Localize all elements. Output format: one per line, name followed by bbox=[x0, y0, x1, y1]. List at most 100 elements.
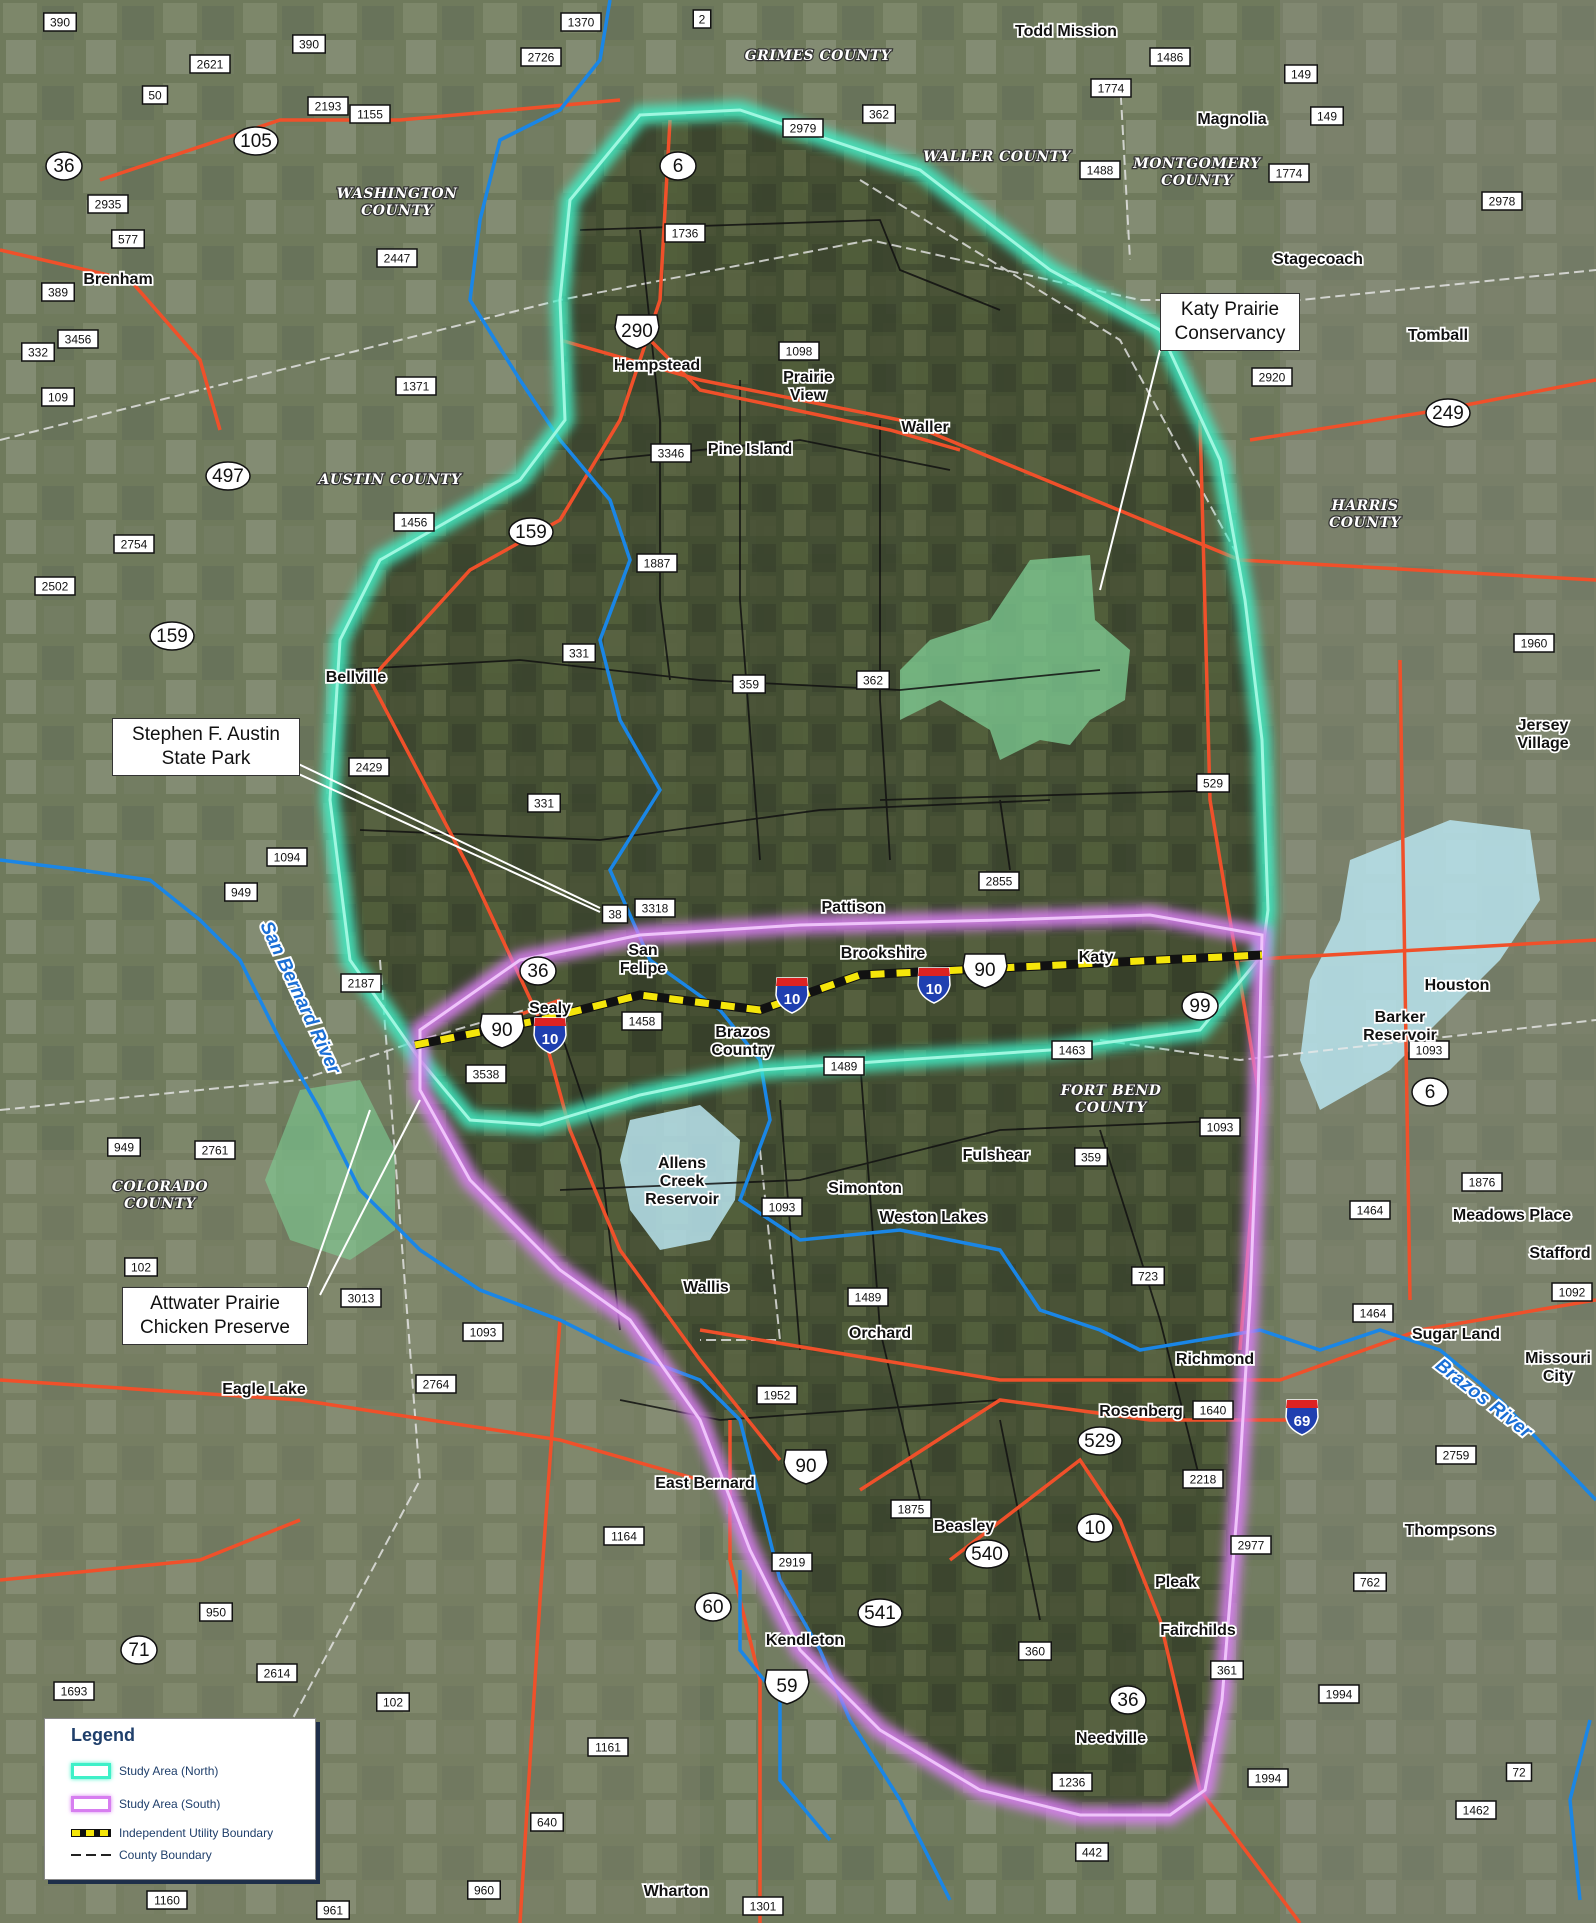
place-label-weston-lakes: Weston Lakes bbox=[879, 1209, 986, 1226]
legend-item-county: County Boundary bbox=[71, 1845, 212, 1865]
farm-road-shield-1456: 1456 bbox=[393, 512, 435, 532]
farm-road-label: 102 bbox=[383, 1696, 403, 1710]
local-roads bbox=[339, 219, 1241, 1621]
farm-road-label: 359 bbox=[1081, 1151, 1101, 1165]
farm-road-shield-723: 723 bbox=[1131, 1266, 1165, 1286]
farm-road-shield-529: 529 bbox=[1196, 773, 1230, 793]
farm-road-shield-640: 640 bbox=[530, 1812, 564, 1832]
us-highway-label: 290 bbox=[621, 321, 653, 342]
farm-road-label: 1994 bbox=[1326, 1688, 1353, 1702]
farm-road-label: 1489 bbox=[831, 1060, 858, 1074]
farm-road-shield-149: 149 bbox=[1310, 106, 1344, 126]
farm-road-label: 762 bbox=[1360, 1576, 1380, 1590]
farm-road-shield-949: 949 bbox=[107, 1137, 141, 1157]
farm-road-label: 723 bbox=[1138, 1270, 1158, 1284]
san-bernard-river-line bbox=[0, 858, 952, 1901]
place-label-hempstead: Hempstead bbox=[614, 357, 700, 374]
state-highway-shield-497: 497 bbox=[205, 461, 251, 491]
farm-road-shield-2977: 2977 bbox=[1230, 1535, 1272, 1555]
farm-road-label: 2920 bbox=[1259, 371, 1286, 385]
farm-road-label: 2218 bbox=[1190, 1473, 1217, 1487]
farm-road-shield-1093: 1093 bbox=[1408, 1040, 1450, 1060]
farm-road-shield-362: 362 bbox=[862, 104, 896, 124]
state-highway-shield-249: 249 bbox=[1425, 398, 1471, 428]
farm-road-label: 1092 bbox=[1559, 1286, 1586, 1300]
farm-road-label: 2447 bbox=[384, 252, 411, 266]
farm-road-shield-1875: 1875 bbox=[890, 1499, 932, 1519]
farm-road-label: 332 bbox=[28, 346, 48, 360]
farm-road-label: 529 bbox=[1203, 777, 1223, 791]
state-highway-shield-541: 541 bbox=[857, 1598, 903, 1628]
katy-prairie-conservancy bbox=[900, 555, 1130, 760]
legend-title: Legend bbox=[71, 1725, 136, 1745]
farm-road-shield-390: 390 bbox=[43, 12, 77, 32]
place-label-brookshire: Brookshire bbox=[841, 945, 926, 962]
farm-road-label: 362 bbox=[869, 108, 889, 122]
farm-road-label: 1160 bbox=[154, 1894, 180, 1908]
state-highway-label: 71 bbox=[128, 1640, 149, 1661]
farm-road-label: 1371 bbox=[403, 380, 430, 394]
state-highway-label: 6 bbox=[1425, 1082, 1436, 1103]
legend-label-south: Study Area (South) bbox=[119, 1797, 221, 1811]
state-highway-shield-6: 6 bbox=[1411, 1077, 1449, 1107]
farm-road-shield-1236: 1236 bbox=[1051, 1772, 1093, 1792]
place-label-pleak: Pleak bbox=[1155, 1574, 1197, 1591]
farm-road-shield-1876: 1876 bbox=[1461, 1172, 1503, 1192]
state-highway-label: 36 bbox=[1117, 1690, 1138, 1711]
farm-road-label: 2187 bbox=[348, 977, 375, 991]
state-highway-label: 10 bbox=[1084, 1518, 1105, 1539]
farm-road-label: 390 bbox=[299, 38, 319, 52]
state-highway-label: 541 bbox=[864, 1603, 896, 1624]
farm-road-shield-2726: 2726 bbox=[520, 47, 562, 67]
state-highway-shield-529: 529 bbox=[1077, 1426, 1123, 1456]
farm-road-shield-2218: 2218 bbox=[1182, 1469, 1224, 1489]
farm-road-label: 1774 bbox=[1098, 82, 1125, 96]
farm-road-label: 1098 bbox=[786, 345, 813, 359]
farm-road-label: 1161 bbox=[595, 1741, 621, 1755]
farm-road-label: 1960 bbox=[1521, 637, 1548, 651]
place-label-rosenberg: Rosenberg bbox=[1099, 1403, 1183, 1420]
farm-road-shield-1098: 1098 bbox=[778, 341, 820, 361]
county-label-waller: WALLER COUNTY bbox=[923, 149, 1072, 165]
farm-road-shield-1370: 1370 bbox=[560, 12, 602, 32]
state-highway-label: 36 bbox=[527, 961, 548, 982]
farm-road-shield-1161: 1161 bbox=[587, 1737, 629, 1757]
place-label-thompsons: Thompsons bbox=[1405, 1522, 1496, 1539]
farm-road-label: 1456 bbox=[401, 516, 428, 530]
state-highway-label: 99 bbox=[1189, 996, 1210, 1017]
farm-road-shield-390: 390 bbox=[292, 34, 326, 54]
farm-road-label: 109 bbox=[48, 391, 68, 405]
farm-road-label: 1875 bbox=[898, 1503, 925, 1517]
farm-road-shield-332: 332 bbox=[21, 342, 55, 362]
farm-road-label: 2977 bbox=[1238, 1539, 1265, 1553]
place-label-fulshear: Fulshear bbox=[963, 1147, 1030, 1164]
farm-road-label: 2621 bbox=[197, 58, 224, 72]
legend-label-utility: Independent Utility Boundary bbox=[119, 1826, 274, 1840]
farm-road-shield-3456: 3456 bbox=[57, 329, 99, 349]
place-label-eagle-lake: Eagle Lake bbox=[222, 1381, 306, 1398]
farm-road-label: 1486 bbox=[1157, 51, 1184, 65]
farm-road-shield-1093: 1093 bbox=[462, 1322, 504, 1342]
farm-road-label: 3013 bbox=[348, 1292, 375, 1306]
interstate-label: 10 bbox=[926, 981, 943, 998]
place-label-stagecoach: Stagecoach bbox=[1273, 251, 1363, 268]
place-label-wharton: Wharton bbox=[644, 1883, 709, 1900]
farm-road-shield-359: 359 bbox=[1074, 1147, 1108, 1167]
place-label-tomball: Tomball bbox=[1408, 327, 1468, 344]
farm-road-shield-359: 359 bbox=[732, 674, 766, 694]
farm-road-label: 2502 bbox=[42, 580, 69, 594]
state-highway-label: 60 bbox=[702, 1597, 723, 1618]
farm-road-label: 577 bbox=[118, 233, 138, 247]
farm-road-shield-1640: 1640 bbox=[1192, 1400, 1234, 1420]
farm-road-shield-3538: 3538 bbox=[465, 1064, 507, 1084]
farm-road-label: 2855 bbox=[986, 875, 1013, 889]
state-highway-label: 105 bbox=[240, 131, 272, 152]
county-label-austin: AUSTIN COUNTY bbox=[316, 472, 463, 488]
farm-road-label: 2726 bbox=[528, 51, 555, 65]
place-label-beasley: Beasley bbox=[934, 1518, 995, 1535]
farm-road-shield-2978: 2978 bbox=[1481, 191, 1523, 211]
place-label-richmond: Richmond bbox=[1176, 1351, 1254, 1368]
farm-road-shield-1463: 1463 bbox=[1051, 1040, 1093, 1060]
farm-road-shield-2429: 2429 bbox=[348, 757, 390, 777]
